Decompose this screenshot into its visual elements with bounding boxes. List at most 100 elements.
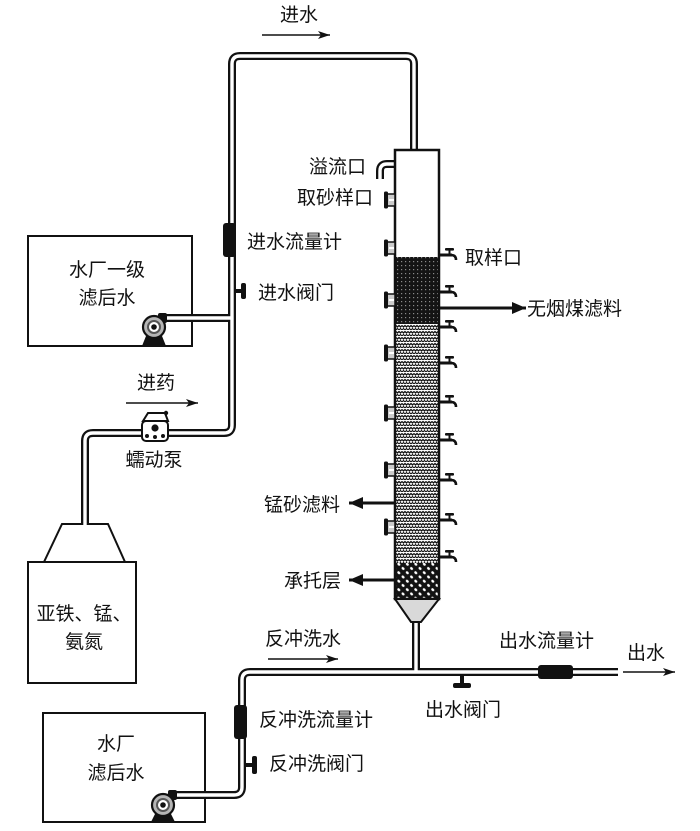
manganese-sand-layer <box>395 324 439 563</box>
valve-handle <box>241 283 246 299</box>
backwash-pump-icon <box>150 790 177 822</box>
inlet-valve-label: 进水阀门 <box>258 282 334 304</box>
sampling-tap-icon <box>439 513 458 526</box>
tap-stem <box>448 552 451 556</box>
port-flange <box>384 191 388 209</box>
port-flange <box>384 291 388 309</box>
inlet-main-pipe-bore <box>168 54 416 435</box>
backwash-valve-icon <box>246 756 257 774</box>
tap-spout <box>450 253 458 261</box>
sampling-tap-icon <box>439 320 458 333</box>
tap-spout <box>450 478 458 486</box>
sampling-tap-icon <box>439 473 458 486</box>
tap-spout <box>450 325 458 333</box>
sampling-tap-icon <box>439 433 458 446</box>
pump-roller <box>153 435 157 439</box>
primary-filtered-water-tank: 水厂一级 滤后水 <box>27 235 193 347</box>
outlet-flow-label: 出水 <box>627 642 665 664</box>
pump-base <box>151 814 175 822</box>
tap-handle <box>445 473 454 476</box>
tap-stem <box>448 515 451 519</box>
port-flange <box>384 518 388 536</box>
dosing-pipe <box>81 429 142 524</box>
side-ports <box>384 191 396 536</box>
tap-stub <box>439 290 452 294</box>
dosing-flow-label: 进药 <box>137 372 175 394</box>
pump-roller <box>145 434 149 438</box>
sampling-tap-icon <box>439 285 458 298</box>
peristaltic-pump-label: 蠕动泵 <box>125 449 182 471</box>
chemical-tank-body <box>27 561 137 684</box>
sampling-tap-icon <box>439 395 458 408</box>
tap-spout <box>450 400 458 408</box>
port-flange <box>384 461 388 479</box>
tap-stem <box>448 397 451 401</box>
primary-filtered-water-label-line1: 水厂一级 <box>69 259 145 281</box>
sampling-taps <box>439 248 458 563</box>
pump-knob <box>163 410 169 416</box>
tap-handle <box>445 550 454 553</box>
tap-spout <box>450 555 458 563</box>
backwash-flowmeter-label: 反冲洗流量计 <box>259 709 373 731</box>
column-cone <box>393 598 442 623</box>
tap-stub <box>439 253 452 257</box>
pipe-bores <box>83 54 618 797</box>
centrifugal-pump-icon <box>141 313 167 346</box>
chemical-dosing-tank: 亚铁、锰、 氨氮 <box>27 523 137 684</box>
peristaltic-pump-icon <box>141 410 170 442</box>
outlet-valve-icon <box>453 676 471 688</box>
sampling-port-label: 取样口 <box>465 247 522 269</box>
dosing-pipe-bore <box>83 431 142 525</box>
overflow-label: 溢流口 <box>309 156 366 178</box>
pump-base <box>142 336 166 346</box>
valve-handle <box>252 756 257 774</box>
tap-spout <box>450 518 458 526</box>
plant-filtered-water-tank: 水厂 滤后水 <box>42 712 206 823</box>
tap-handle <box>445 513 454 516</box>
tap-stem <box>448 250 451 254</box>
tap-handle <box>445 285 454 288</box>
backwash-flow-label: 反冲洗水 <box>265 628 341 650</box>
tap-stem <box>448 435 451 439</box>
outlet-flowmeter-icon <box>538 665 573 679</box>
tap-stub <box>439 361 452 365</box>
backwash-flowmeter-icon <box>234 705 247 739</box>
tap-stem <box>448 287 451 291</box>
side-port-icon <box>384 344 396 362</box>
inlet-flow-label: 进水 <box>280 4 318 26</box>
manganese-sand-layer-label: 锰砂滤料 <box>264 494 340 516</box>
pump-roller <box>161 434 165 438</box>
inlet-flowmeter-icon <box>223 223 236 257</box>
tap-stub <box>439 478 452 482</box>
tap-handle <box>445 433 454 436</box>
sand-sampling-port-label: 取砂样口 <box>297 187 373 209</box>
valve-stem <box>246 763 253 767</box>
tap-stub <box>439 438 452 442</box>
tap-handle <box>445 356 454 359</box>
port-flange <box>384 404 388 422</box>
valve-handle <box>453 683 471 688</box>
tap-spout <box>450 438 458 446</box>
plant-filtered-water-box <box>42 712 206 823</box>
tap-stem <box>448 358 451 362</box>
port-flange <box>384 344 388 362</box>
tap-handle <box>445 320 454 323</box>
plant-filtered-water-label-line2: 滤后水 <box>87 762 144 784</box>
tap-stub <box>439 555 452 559</box>
support-layer <box>395 563 439 599</box>
anthracite-layer-label: 无烟煤滤料 <box>527 298 622 320</box>
pump-shaft <box>151 324 157 330</box>
primary-filtered-water-label-line2: 滤后水 <box>78 287 135 309</box>
outlet-valve-label: 出水阀门 <box>425 699 501 721</box>
port-flange <box>384 239 388 257</box>
tap-handle <box>445 248 454 251</box>
tap-stub <box>439 400 452 404</box>
tap-handle <box>445 395 454 398</box>
sampling-tap-icon <box>439 248 458 261</box>
side-port-icon <box>384 461 396 479</box>
column-headspace <box>395 150 439 257</box>
support-layer-label: 承托层 <box>284 570 341 592</box>
overflow-pipe-bore <box>378 162 395 179</box>
anthracite-layer <box>395 257 439 324</box>
